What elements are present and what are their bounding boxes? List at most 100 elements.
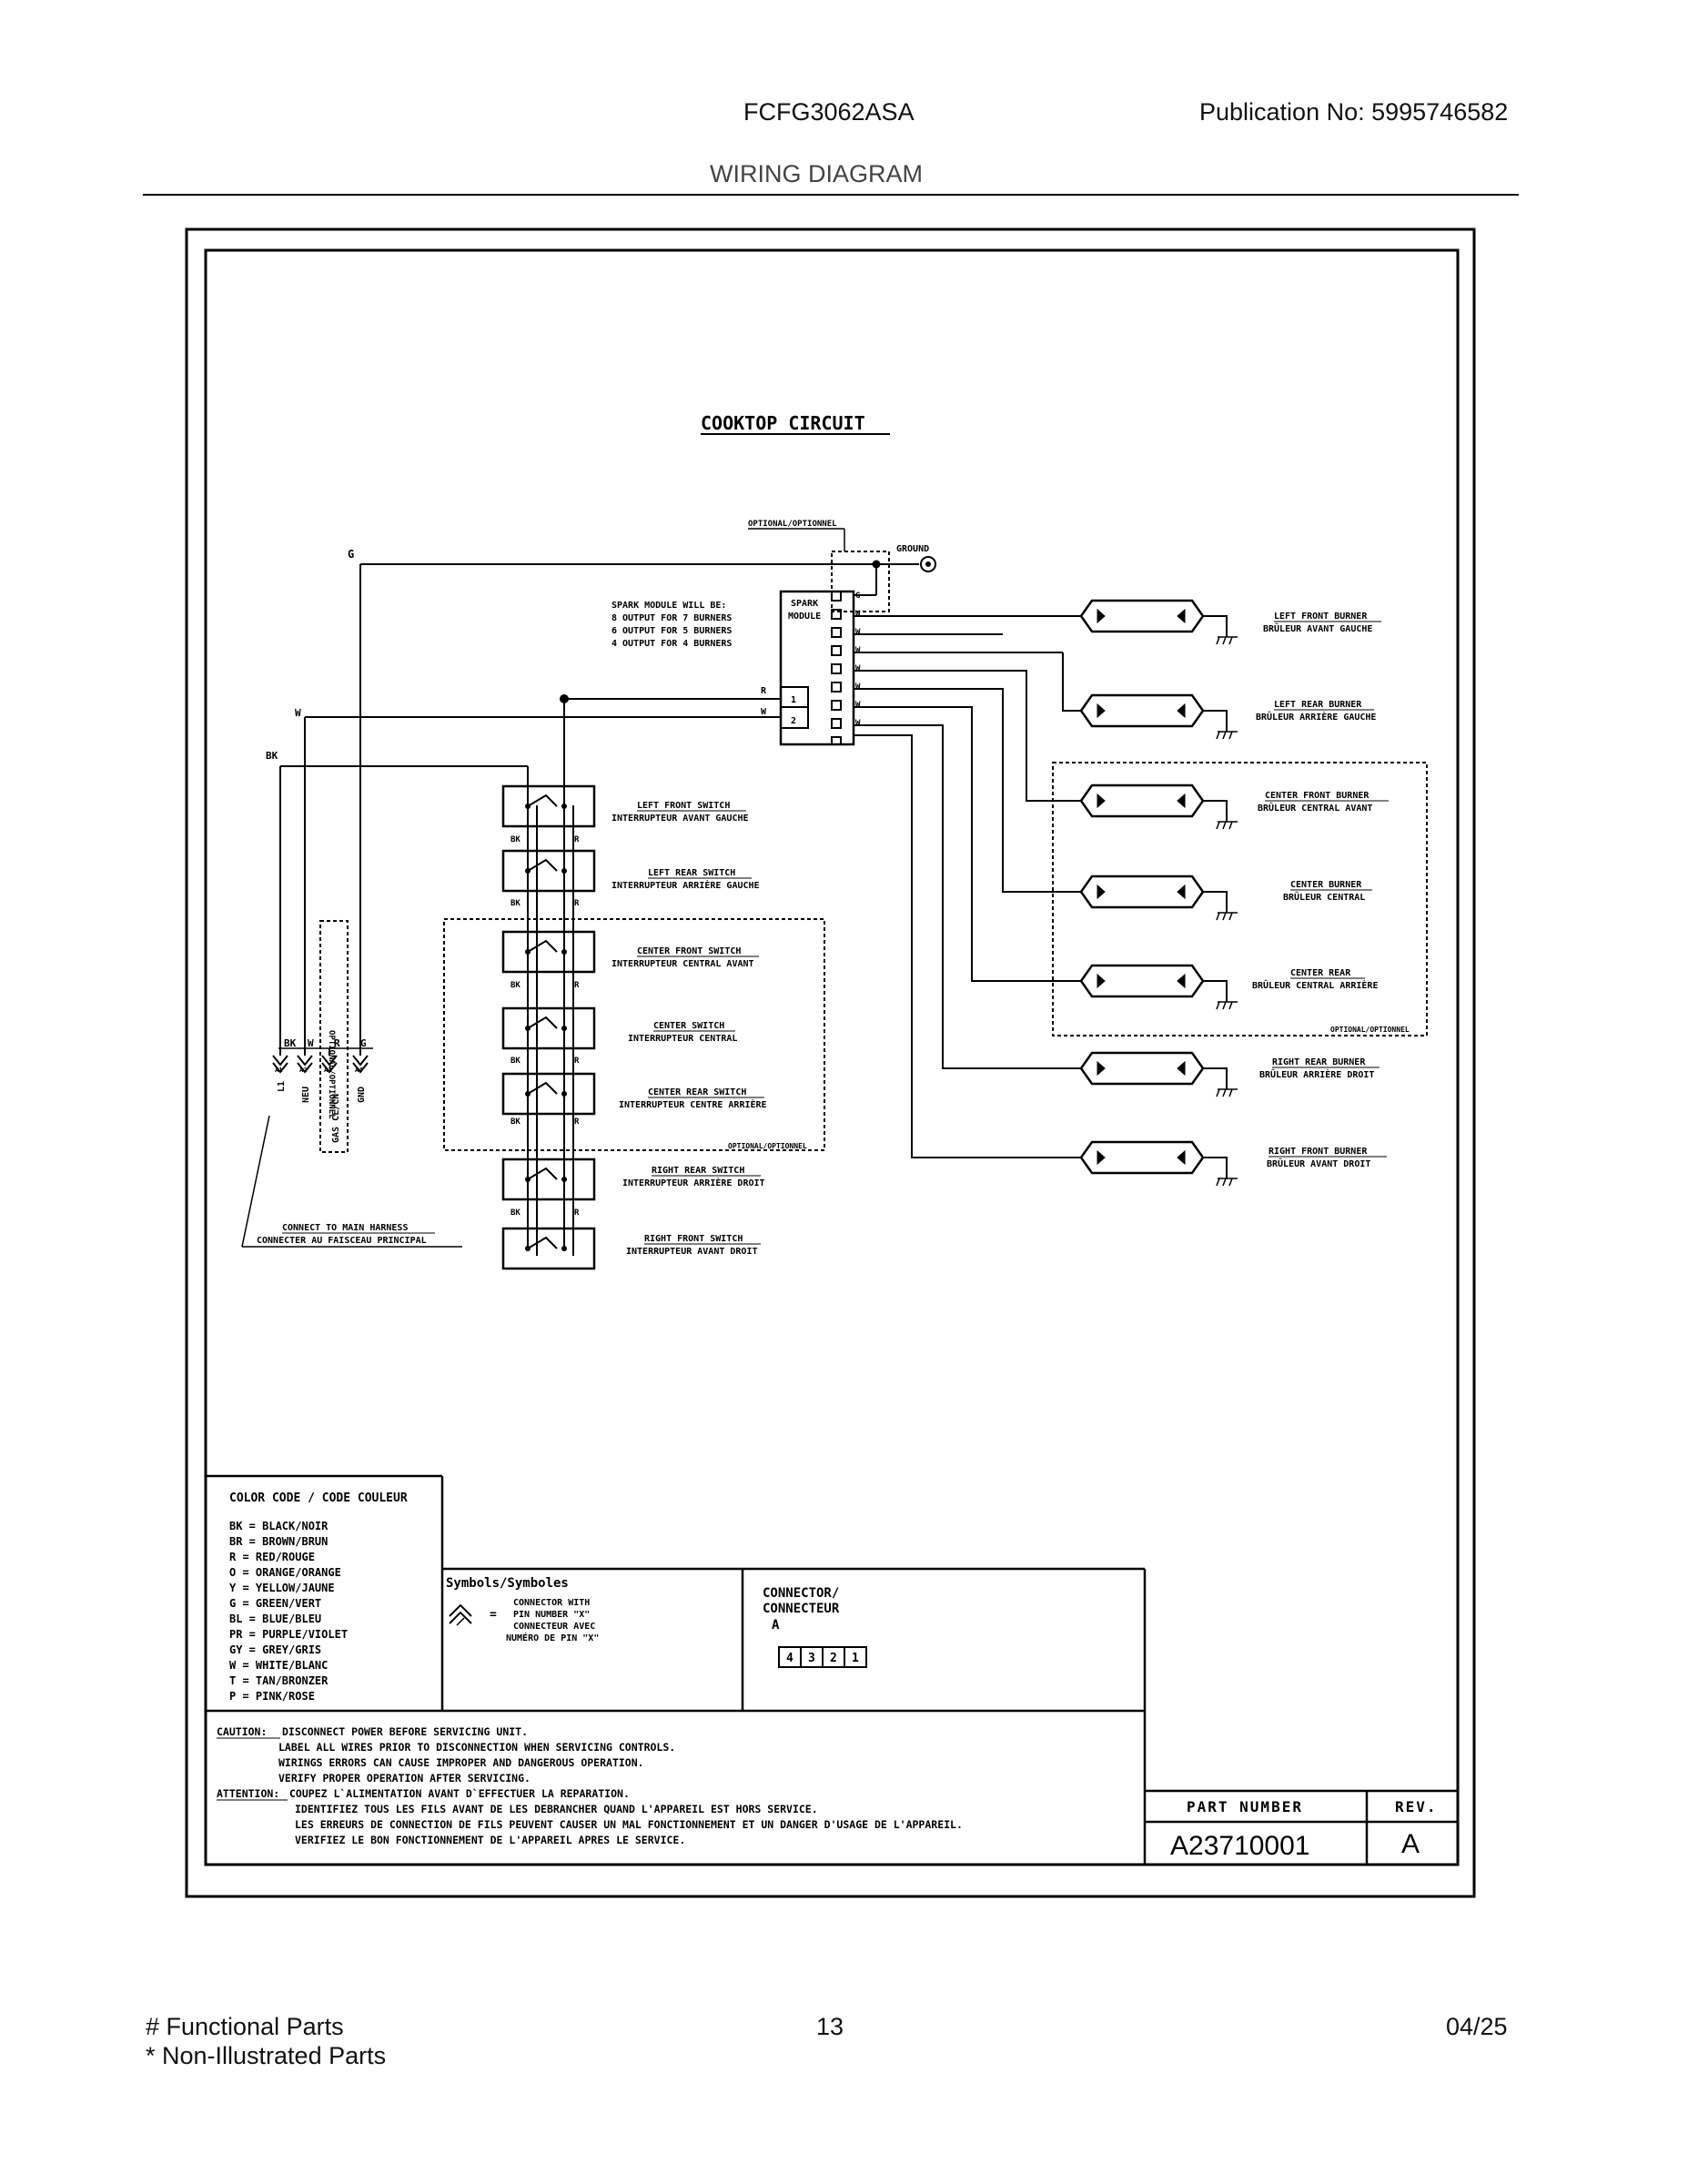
wire-g-label: G	[348, 548, 354, 561]
connector-title-1: CONNECTOR/	[763, 1586, 839, 1601]
footer-non-illustrated-parts: * Non-Illustrated Parts	[146, 2042, 387, 2069]
diagram-burners-5-fr-text: BRÛLEUR ARRIÈRE DROIT	[1259, 1068, 1374, 1080]
diagram-wire-R-text: R	[574, 981, 580, 990]
color-code-items-2-text: R = RED/ROUGE	[229, 1551, 315, 1563]
diagram-optional-text: OPTIONAL/OPTIONNEL	[728, 1142, 807, 1150]
diagram-switches-1-en-text: LEFT REAR SWITCH	[648, 868, 735, 878]
spark-module-label-2: MODULE	[788, 612, 821, 622]
ground-label: GROUND	[896, 544, 929, 554]
burner-left-front	[1079, 599, 1238, 645]
burner-right-front	[1079, 1140, 1238, 1187]
optional-gas-connector	[319, 920, 349, 1153]
caution-block: CAUTION: DISCONNECT POWER BEFORE SERVICI…	[217, 1725, 963, 1846]
attention-lines-2-text: LES ERREURS DE CONNECTION DE FILS PEUVEN…	[295, 1818, 963, 1831]
burner-center-rear	[1079, 964, 1238, 1010]
diagram-burners-6-fr-text: BRÛLEUR AVANT DROIT	[1267, 1158, 1370, 1169]
section-title: WIRING DIAGRAM	[710, 160, 923, 187]
color-code-items-6-text: BL = BLUE/BLEU	[229, 1613, 321, 1625]
color-code-list: BK = BLACK/NOIR BR = BROWN/BRUN R = RED/…	[229, 1520, 348, 1703]
diagram-wire-BK-text: BK	[510, 835, 521, 844]
diagram-switches-3-en-text: CENTER SWITCH	[653, 1021, 724, 1031]
connector-pin-diagram: 4 3 2 1	[778, 1646, 867, 1668]
color-code-items-4-text: Y = YELLOW/JAUNE	[229, 1582, 335, 1594]
connector-label-neu: NEU	[301, 1087, 311, 1103]
diagram-wire-R-text: R	[574, 1057, 580, 1066]
diagram-wire-W-text: W	[855, 610, 861, 619]
attention-lines-1-text: IDENTIFIEZ TOUS LES FILS AVANT DE LES DE…	[295, 1803, 818, 1815]
diagram-wire-BK-text: BK	[510, 899, 521, 908]
part-number-value: A23710001	[1170, 1831, 1310, 1861]
diagram-connector-pins-0-text: A1	[275, 1067, 282, 1074]
diagram-burners-3-fr-text: BRÛLEUR CENTRAL	[1283, 891, 1365, 903]
attention-lines-3-text: VERIFIEZ LE BON FONCTIONNEMENT DE L'APPA…	[295, 1834, 685, 1846]
outer-frame	[185, 228, 1476, 1898]
switch-left-front	[501, 784, 596, 828]
diagram-switches-0-en-text: LEFT FRONT SWITCH	[637, 801, 730, 811]
connector-pins-2-text: 2	[830, 1652, 837, 1665]
diagram-burners-4-fr-text: BRÛLEUR CENTRAL ARRIÈRE	[1252, 979, 1378, 991]
connector-pins-1-text: 3	[808, 1652, 815, 1665]
caution-label-text: CAUTION:	[217, 1725, 267, 1738]
connector-label-gas: GAS CL/CN	[331, 1094, 341, 1143]
wire-r-label: R	[761, 686, 767, 696]
diagram-switches-4-fr-text: INTERRUPTEUR CENTRE ARRIÈRE	[619, 1098, 767, 1110]
footer-date: 04/25	[1446, 2013, 1508, 2040]
connector-letter: A	[772, 1618, 780, 1633]
connector-pins-3-text: 1	[852, 1652, 859, 1665]
terminal-2-label: 2	[791, 716, 796, 726]
color-code-items-9-text: W = WHITE/BLANC	[229, 1659, 328, 1672]
attention-lines-0-text: COUPEZ L`ALIMENTATION AVANT D`EFFECTUER …	[289, 1787, 630, 1800]
diagram-wire-W-text: W	[308, 1037, 314, 1049]
diagram-wire-R-text: R	[574, 1117, 580, 1127]
main-harness-line-2: CONNECTER AU FAISCEAU PRINCIPAL	[257, 1236, 427, 1246]
diagram-wire-W-text: W	[855, 646, 861, 655]
diagram-optional-text: OPTIONAL/OPTIONNEL	[1330, 1026, 1410, 1034]
spark-module-box	[779, 590, 855, 746]
connector-title-2: CONNECTEUR	[763, 1602, 840, 1616]
symbols-desc-2-text: CONNECTEUR AVEC	[513, 1622, 595, 1632]
diagram-wire-BK-text: BK	[510, 1117, 521, 1127]
diagram-connector-pins-1-text: A2	[299, 1067, 307, 1074]
color-code-items-11-text: P = PINK/ROSE	[229, 1690, 315, 1703]
color-code-items-10-text: T = TAN/BRONZER	[229, 1674, 329, 1687]
diagram-connector-pins-2-text: A3	[324, 1067, 331, 1074]
connector-label-gnd: GND	[357, 1087, 367, 1103]
rev-value: A	[1401, 1829, 1420, 1859]
terminal-1-label: 1	[791, 695, 796, 705]
spark-terminals	[831, 591, 842, 745]
footer-page-number: 13	[816, 2013, 844, 2040]
burner-left-rear	[1079, 693, 1238, 740]
diagram-switches-5-en-text: RIGHT REAR SWITCH	[652, 1166, 744, 1176]
diagram-wire-R-text: R	[574, 835, 580, 844]
spark-note-line-4: 4 OUTPUT FOR 4 BURNERS	[612, 639, 732, 649]
diagram-switches-1-fr-text: INTERRUPTEUR ARRIÈRE GAUCHE	[612, 879, 760, 891]
part-number-label: PART NUMBER	[1187, 1798, 1303, 1815]
switch-right-front	[501, 1227, 596, 1270]
diagram-switches-2-fr-text: INTERRUPTEUR CENTRAL AVANT	[612, 959, 754, 969]
ground-icon	[876, 556, 936, 572]
footer-functional-parts: # Functional Parts	[146, 2013, 344, 2040]
color-code-items-5-text: G = GREEN/VERT	[229, 1597, 321, 1610]
caution-lines-0-text: DISCONNECT POWER BEFORE SERVICING UNIT.	[282, 1725, 528, 1738]
symbols-desc-0-text: CONNECTOR WITH	[513, 1598, 590, 1608]
diagram-switches-3-fr-text: INTERRUPTEUR CENTRAL	[628, 1034, 737, 1044]
diagram-wire-W-text: W	[855, 701, 861, 710]
symbols-eq-text: =	[490, 1608, 497, 1622]
caution-lines-1-text: LABEL ALL WIRES PRIOR TO DISCONNECTION W…	[278, 1741, 675, 1754]
header-rule	[143, 194, 1519, 196]
switch-center	[501, 1006, 596, 1050]
optional-top-label: OPTIONAL/OPTIONNEL	[748, 520, 837, 529]
switch-center-rear	[501, 1072, 596, 1116]
diagram-wire-W-text: W	[855, 628, 861, 637]
main-harness-line-1: CONNECT TO MAIN HARNESS	[282, 1223, 408, 1233]
cooktop-circuit-title: COOKTOP CIRCUIT	[701, 412, 865, 434]
diagram-burners-0-fr-text: BRÛLEUR AVANT GAUCHE	[1263, 622, 1372, 634]
diagram-burners-2-fr-text: BRÛLEUR CENTRAL AVANT	[1258, 802, 1372, 814]
symbols-desc-3-text: NUMÉRO DE PIN "X"	[506, 1632, 599, 1643]
diagram-burners-1-fr-text: BRÛLEUR ARRIÈRE GAUCHE	[1256, 711, 1376, 723]
spark-note-line-1: SPARK MODULE WILL BE:	[612, 601, 726, 611]
diagram-connector-pins-3-text: A4	[355, 1067, 362, 1074]
optional-burner-group	[1052, 762, 1428, 1036]
diagram-burners-4-en-text: CENTER REAR	[1290, 968, 1351, 978]
diagram-switches-5-fr-text: INTERRUPTEUR ARRIÈRE DROIT	[622, 1177, 765, 1188]
